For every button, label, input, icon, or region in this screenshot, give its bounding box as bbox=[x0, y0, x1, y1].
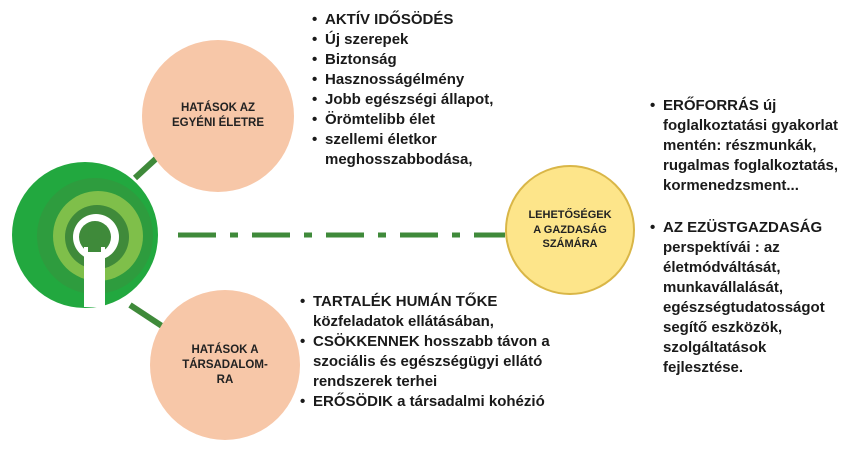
list-item: AZ EZÜSTGAZDASÁG perspektívái : az életm… bbox=[650, 218, 850, 378]
economy-opportunities-list: ERŐFORRÁS új foglalkoztatási gyakorlat m… bbox=[650, 96, 850, 378]
individual-impact-list: AKTÍV IDŐSÖDÉS Új szerepek Biztonság Has… bbox=[312, 10, 572, 170]
list-item: ERŐFORRÁS új foglalkoztatási gyakorlat m… bbox=[650, 96, 850, 196]
node-economy-opportunities: LEHETŐSÉGEK A GAZDASÁG SZÁMÁRA bbox=[505, 165, 635, 295]
list-item: Örömtelibb élet bbox=[312, 110, 572, 130]
list-item: Új szerepek bbox=[312, 30, 572, 50]
list-item: ERŐSÖDIK a társadalmi kohézió bbox=[300, 392, 580, 412]
node-society-impact: HATÁSOK A TÁRSADALOM- RA bbox=[150, 290, 300, 440]
list-item: Hasznosságélmény bbox=[312, 70, 572, 90]
list-item: CSÖKKENNEK hosszabb távon a szociális és… bbox=[300, 332, 580, 392]
list-item: TARTALÉK HUMÁN TŐKE közfeladatok ellátás… bbox=[300, 292, 580, 332]
list-item: szellemi életkor meghosszabbodása, bbox=[312, 130, 572, 170]
list-item: AKTÍV IDŐSÖDÉS bbox=[312, 10, 572, 30]
logo-icon bbox=[12, 162, 158, 308]
list-item: Biztonság bbox=[312, 50, 572, 70]
node-individual-impact: HATÁSOK AZ EGYÉNI ÉLETRE bbox=[142, 40, 294, 192]
list-item: Jobb egészségi állapot, bbox=[312, 90, 572, 110]
society-impact-list: TARTALÉK HUMÁN TŐKE közfeladatok ellátás… bbox=[300, 292, 580, 412]
